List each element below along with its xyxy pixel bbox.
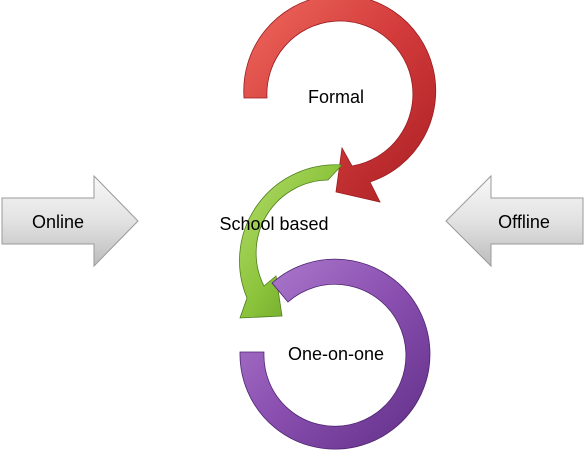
one-on-one-label: One-on-one (288, 344, 384, 364)
online-arrow: Online (1, 174, 139, 268)
formal-label: Formal (308, 87, 364, 107)
offline-label: Offline (498, 212, 550, 232)
one-on-one-cycle-arrow (239, 258, 431, 450)
online-label: Online (32, 212, 84, 232)
school-based-cycle-arrow (239, 164, 343, 319)
formal-cycle-arrow (243, 0, 437, 203)
offline-arrow: Offline (445, 174, 584, 268)
school-based-label: School based (219, 214, 328, 234)
